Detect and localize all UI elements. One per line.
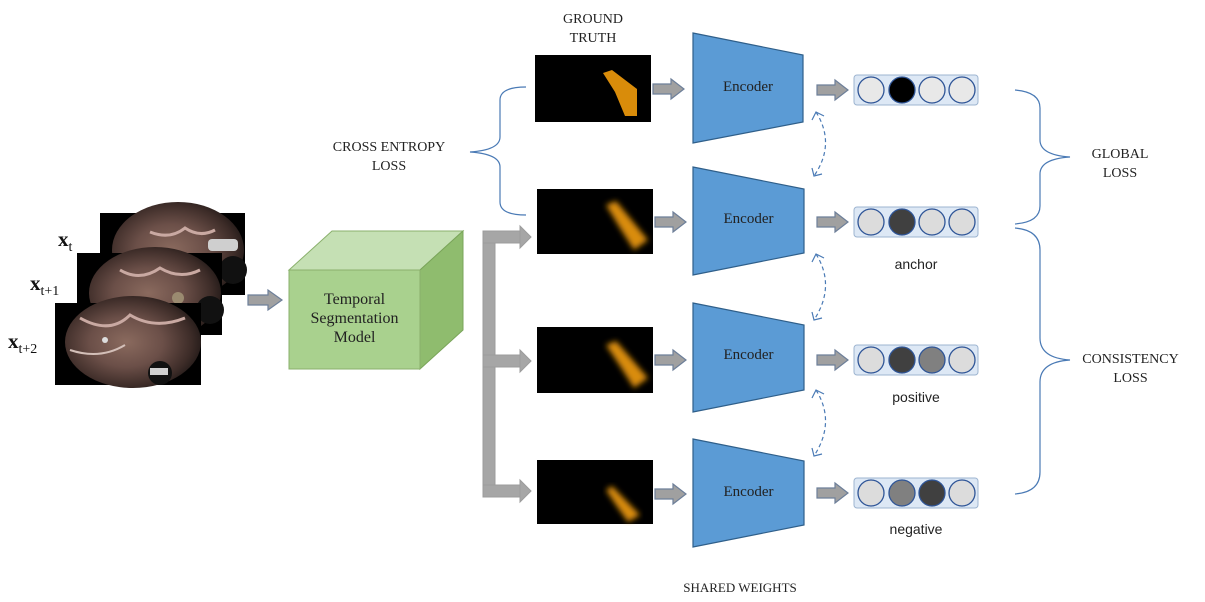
embedding-cell bbox=[918, 346, 946, 374]
ground-truth-label-line: GROUND bbox=[563, 12, 623, 27]
embedding-positive bbox=[853, 344, 979, 376]
encoder-positive bbox=[692, 302, 805, 413]
encoder-ground-truth bbox=[692, 32, 804, 144]
consistency-loss-label: CONSISTENCY LOSS bbox=[1068, 350, 1193, 388]
mask-to-encoder-arrows bbox=[652, 77, 687, 506]
consistency-loss-brace bbox=[1014, 227, 1071, 495]
consistency-loss-label-line: CONSISTENCY bbox=[1082, 352, 1179, 367]
embedding-cell bbox=[888, 208, 916, 236]
shared-weight-arrowheads bbox=[811, 111, 825, 457]
embedding-cell bbox=[888, 346, 916, 374]
positive-label: positive bbox=[892, 389, 940, 405]
embedding-anchor bbox=[853, 206, 979, 238]
input-label-t2: xt+2 bbox=[8, 329, 37, 357]
embedding-cell bbox=[857, 346, 885, 374]
input-label-t: xt bbox=[58, 227, 73, 255]
embedding-cell bbox=[918, 208, 946, 236]
prediction-mask-anchor bbox=[537, 189, 653, 254]
input-frame-t2 bbox=[55, 296, 201, 388]
cross-entropy-label-line: CROSS ENTROPY bbox=[332, 140, 446, 155]
embedding-negative bbox=[853, 477, 979, 509]
embedding-cell bbox=[857, 208, 885, 236]
embedding-cell bbox=[888, 76, 916, 104]
embedding-cell bbox=[888, 479, 916, 507]
input-arrow bbox=[247, 288, 284, 312]
embedding-cell bbox=[948, 479, 976, 507]
embedding-cell bbox=[948, 208, 976, 236]
encoder-label-anchor: Encoder bbox=[723, 211, 774, 227]
embedding-cell bbox=[948, 76, 976, 104]
embedding-cell bbox=[857, 479, 885, 507]
consistency-loss-label-line: LOSS bbox=[1113, 371, 1148, 386]
encoder-label-negative: Encoder bbox=[723, 484, 774, 500]
global-loss-label-line: GLOBAL bbox=[1091, 147, 1149, 162]
model-label-line: Temporal bbox=[323, 291, 386, 308]
encoder-label-positive: Encoder bbox=[723, 347, 774, 363]
cross-entropy-label-line: LOSS bbox=[371, 159, 407, 174]
model-label: Temporal Segmentation Model bbox=[289, 290, 420, 347]
embedding-cell bbox=[918, 479, 946, 507]
cross-entropy-loss-label: CROSS ENTROPY LOSS bbox=[305, 138, 473, 176]
model-label-line: Segmentation bbox=[310, 310, 399, 327]
prediction-mask-positive bbox=[537, 327, 653, 393]
anchor-label: anchor bbox=[894, 256, 938, 272]
encoder-label-ground-truth: Encoder bbox=[723, 79, 773, 95]
global-loss-brace bbox=[1014, 89, 1071, 225]
model-label-line: Model bbox=[333, 329, 376, 346]
negative-label: negative bbox=[889, 521, 943, 537]
ground-truth-label-line: TRUTH bbox=[569, 31, 617, 46]
encoder-negative bbox=[692, 438, 805, 548]
temporal-segmentation-model-cube bbox=[287, 229, 465, 371]
global-loss-label: GLOBAL LOSS bbox=[1075, 145, 1165, 183]
encoder-anchor bbox=[692, 166, 805, 276]
embedding-cell bbox=[918, 76, 946, 104]
ground-truth-label: GROUND TRUTH bbox=[543, 10, 643, 48]
shared-weights-label: SHARED WEIGHTS bbox=[683, 580, 797, 595]
ground-truth-mask bbox=[535, 55, 651, 122]
prediction-mask-negative bbox=[537, 460, 653, 524]
global-loss-label-line: LOSS bbox=[1102, 166, 1138, 181]
distribution-arrows bbox=[482, 224, 532, 504]
embedding-cell bbox=[948, 346, 976, 374]
cross-entropy-brace bbox=[469, 86, 527, 216]
encoder-to-embedding-arrows bbox=[816, 78, 849, 505]
embedding-ground-truth bbox=[853, 74, 979, 106]
input-label-t1: xt+1 bbox=[30, 271, 59, 299]
embedding-cell bbox=[857, 76, 885, 104]
shared-weight-links bbox=[813, 111, 827, 457]
